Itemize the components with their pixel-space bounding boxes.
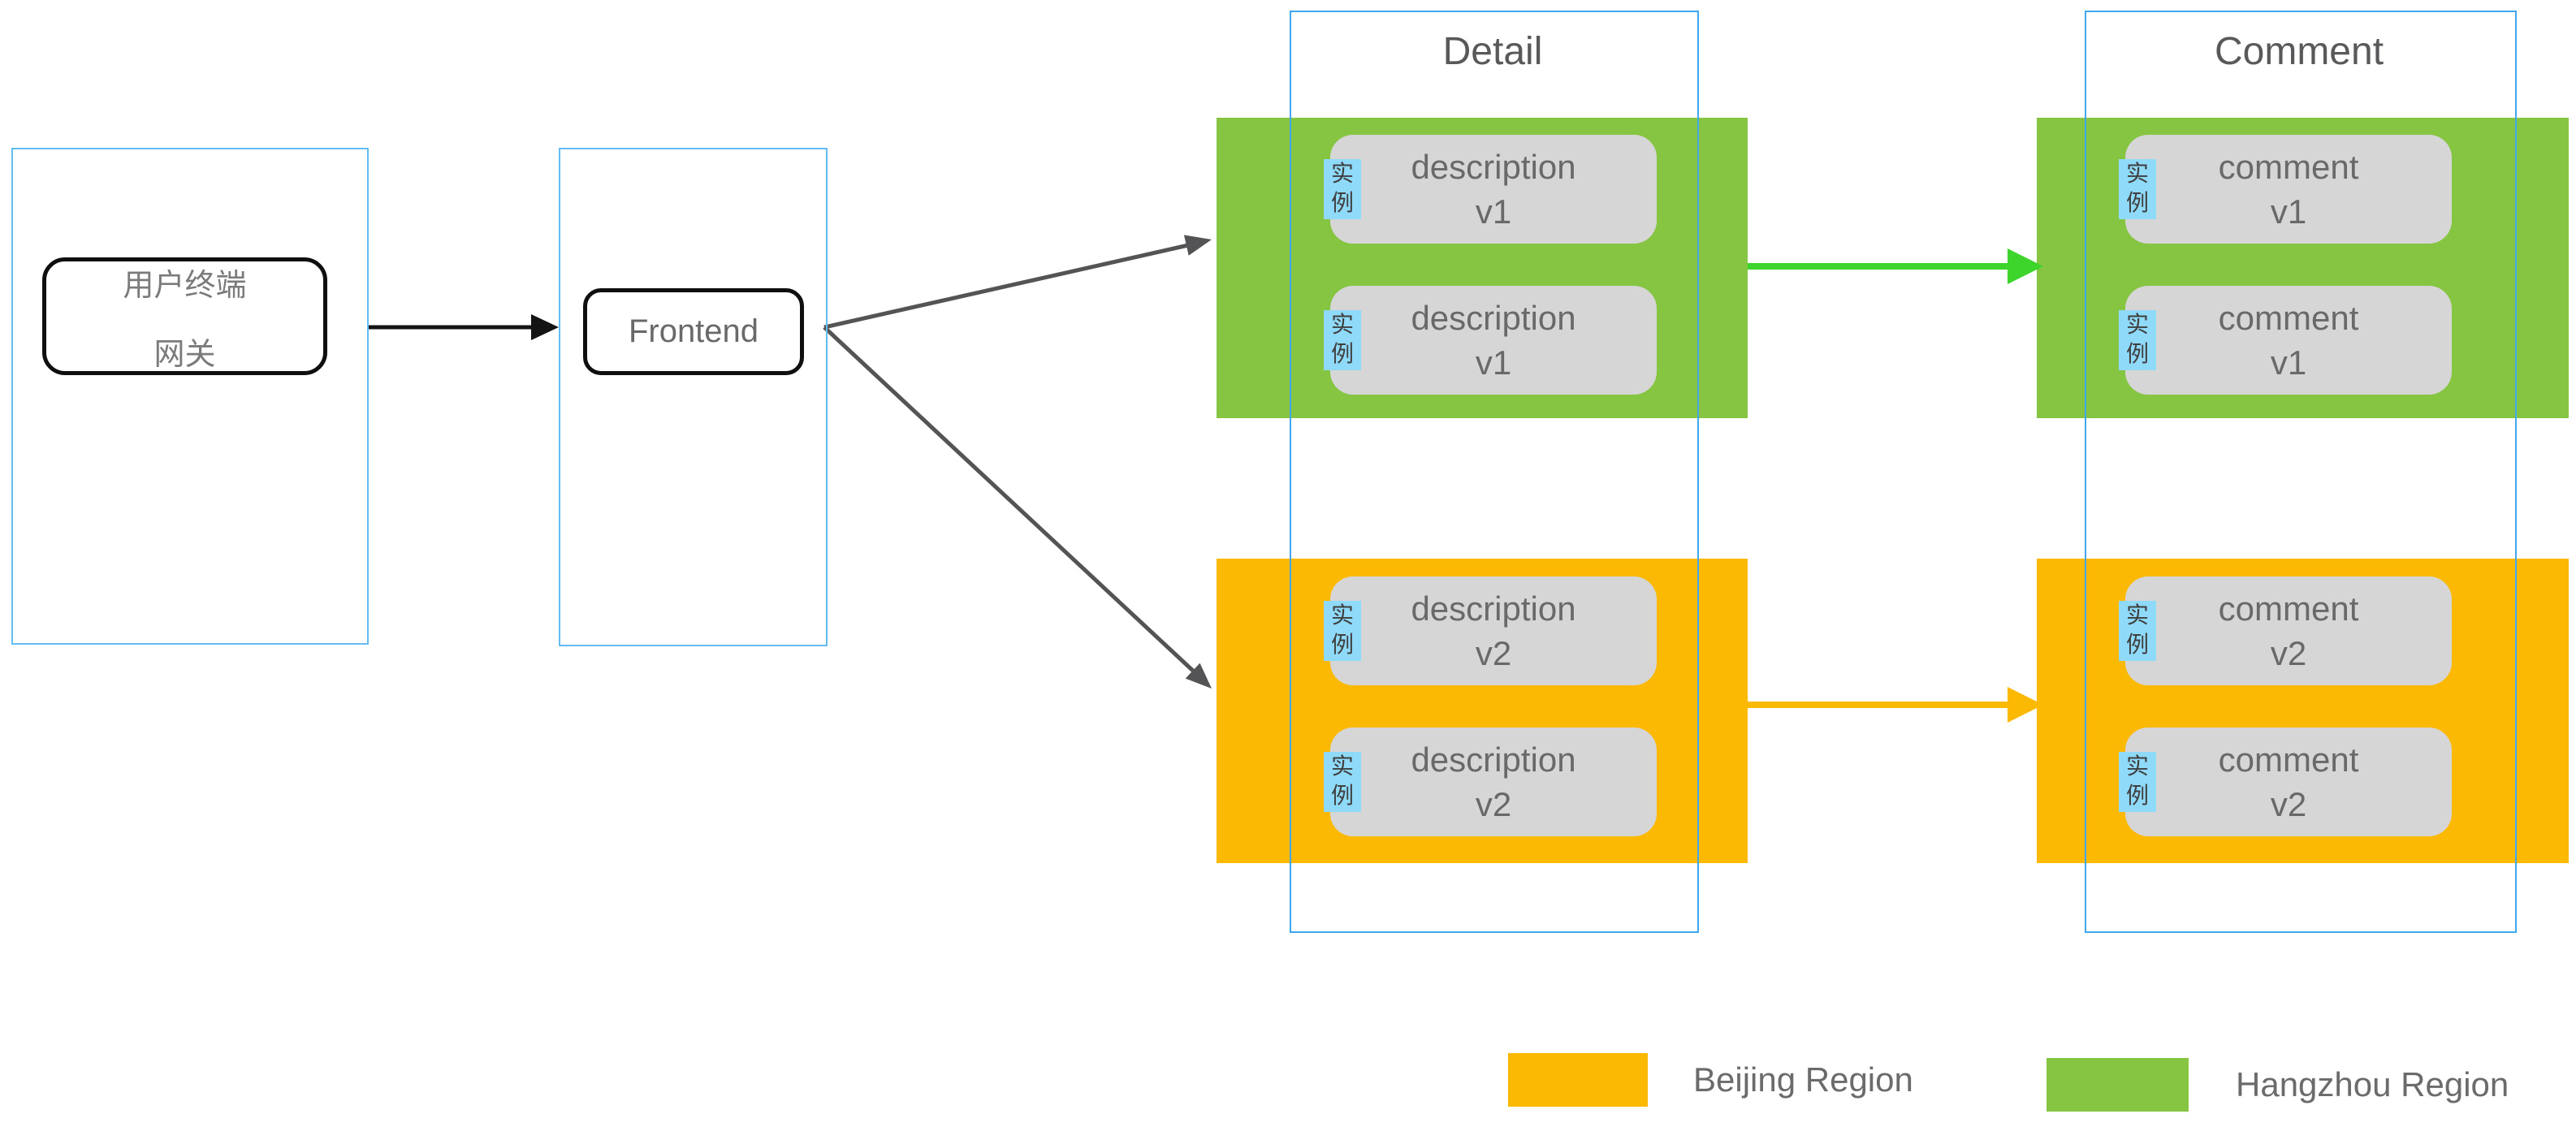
instance-comment-v2-a: 实例 comment v2 [2119,576,2452,685]
arrow-frontend-to-beijing-detail [823,326,1212,689]
frontend-label: Frontend [628,313,759,349]
instance-name: description [1411,148,1576,186]
legend-item-beijing: Beijing Region [1508,1053,1913,1107]
instance-name: description [1411,741,1576,779]
user-gateway-line1: 用户终端 [123,268,247,303]
instance-tag: 实例 [2119,601,2156,661]
instance-version: v2 [2270,785,2307,823]
comment-column-title: Comment [2214,30,2384,73]
instance-tag: 实例 [1324,159,1361,219]
instance-version: v2 [2270,634,2307,672]
instance-comment-v1-a: 实例 comment v1 [2119,135,2452,244]
instance-name: comment [2218,148,2359,186]
user-gateway-node: 用户终端 网关 [42,257,327,375]
instance-name: comment [2218,589,2359,628]
frontend-frame [559,148,828,646]
instance-version: v1 [2270,343,2307,382]
user-gateway-line2: 网关 [153,337,216,372]
instance-version: v1 [2270,192,2307,231]
instance-tag: 实例 [1324,601,1361,661]
instance-version: v2 [1475,634,1512,672]
instance-name: description [1411,589,1576,628]
instance-version: v2 [1475,785,1512,823]
legend-item-hangzhou: Hangzhou Region [2047,1058,2509,1112]
arrow-user-to-frontend [367,314,559,340]
instance-version: v1 [1475,192,1512,231]
instance-tag: 实例 [2119,310,2156,370]
arrow-frontend-to-hangzhou-detail [823,235,1212,330]
arrow-detail-to-comment-hangzhou [1748,248,2043,284]
instance-version: v1 [1475,343,1512,382]
instance-tag: 实例 [1324,752,1361,812]
instance-detail-v2-a: 实例 description v2 [1324,576,1657,685]
instance-comment-v1-b: 实例 comment v1 [2119,286,2452,395]
instance-detail-v1-a: 实例 description v1 [1324,135,1657,244]
legend-swatch-hangzhou [2047,1058,2189,1112]
instance-detail-v1-b: 实例 description v1 [1324,286,1657,395]
instance-name: description [1411,299,1576,337]
instance-name: comment [2218,741,2359,779]
instance-comment-v2-b: 实例 comment v2 [2119,728,2452,836]
instance-tag: 实例 [2119,752,2156,812]
detail-column-title: Detail [1442,30,1543,73]
legend-label-beijing: Beijing Region [1693,1060,1913,1099]
instance-detail-v2-b: 实例 description v2 [1324,728,1657,836]
instance-tag: 实例 [1324,310,1361,370]
legend-swatch-beijing [1508,1053,1648,1107]
user-gateway-frame [11,148,369,645]
instance-tag: 实例 [2119,159,2156,219]
arrow-detail-to-comment-beijing [1748,687,2043,723]
instance-name: comment [2218,299,2359,337]
legend-label-hangzhou: Hangzhou Region [2236,1065,2509,1103]
frontend-node: Frontend [583,288,804,375]
